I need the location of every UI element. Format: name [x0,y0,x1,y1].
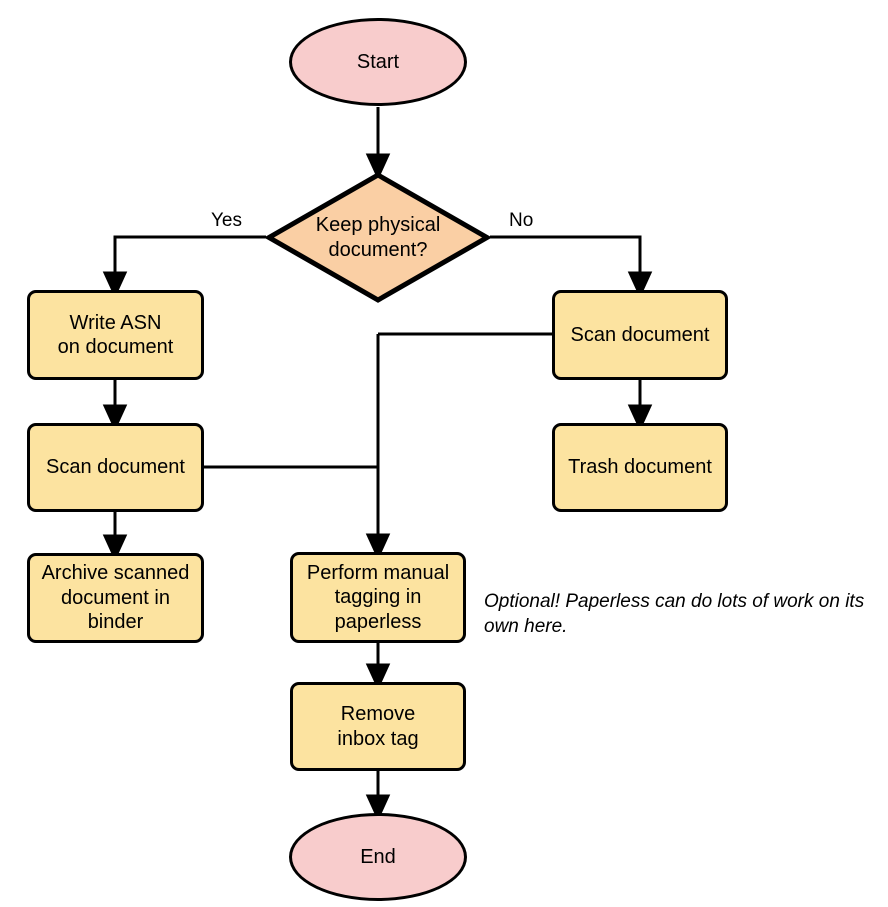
node-remove-inbox-tag-label: Remove inbox tag [337,703,419,750]
annotation-optional-note: Optional! Paperless can do lots of work … [484,591,865,638]
node-scan-document-left[interactable]: Scan document [27,423,204,512]
node-remove-inbox-tag[interactable]: Remove inbox tag [290,682,466,771]
edge-label-yes: Yes [211,210,242,231]
node-trash-document-label: Trash document [568,456,712,479]
edge-decision-yes-to-write-asn [102,235,266,299]
node-start-label: Start [356,50,400,73]
node-write-asn-on-document[interactable]: Write ASN on document [27,290,204,380]
node-write-asn-on-document-label: Write ASN on document [57,311,174,358]
node-scan-document-right-label: Scan document [570,323,710,346]
edge-label-no: No [509,210,534,231]
node-keep-physical-document-label: Keep physical document? [315,214,441,261]
node-archive-scanned-document-in-binder[interactable]: Archive scanned document in binder [27,553,204,643]
node-scan-document-left-label: Scan document [46,456,185,479]
node-scan-document-right[interactable]: Scan document [552,290,728,380]
node-end[interactable]: End [289,813,467,901]
node-keep-physical-document-decision[interactable]: Keep physical document? [266,172,490,303]
node-perform-manual-tagging-in-paperless[interactable]: Perform manual tagging in paperless [290,552,466,643]
node-archive-scanned-document-in-binder-label: Archive scanned document in binder [41,562,190,634]
node-end-label: End [360,845,396,868]
node-start[interactable]: Start [289,18,467,106]
node-perform-manual-tagging-in-paperless-label: Perform manual tagging in paperless [306,561,450,633]
node-trash-document[interactable]: Trash document [552,423,728,512]
edge-decision-no-to-scan-right [490,235,653,299]
diamond-shape-icon [266,172,490,303]
